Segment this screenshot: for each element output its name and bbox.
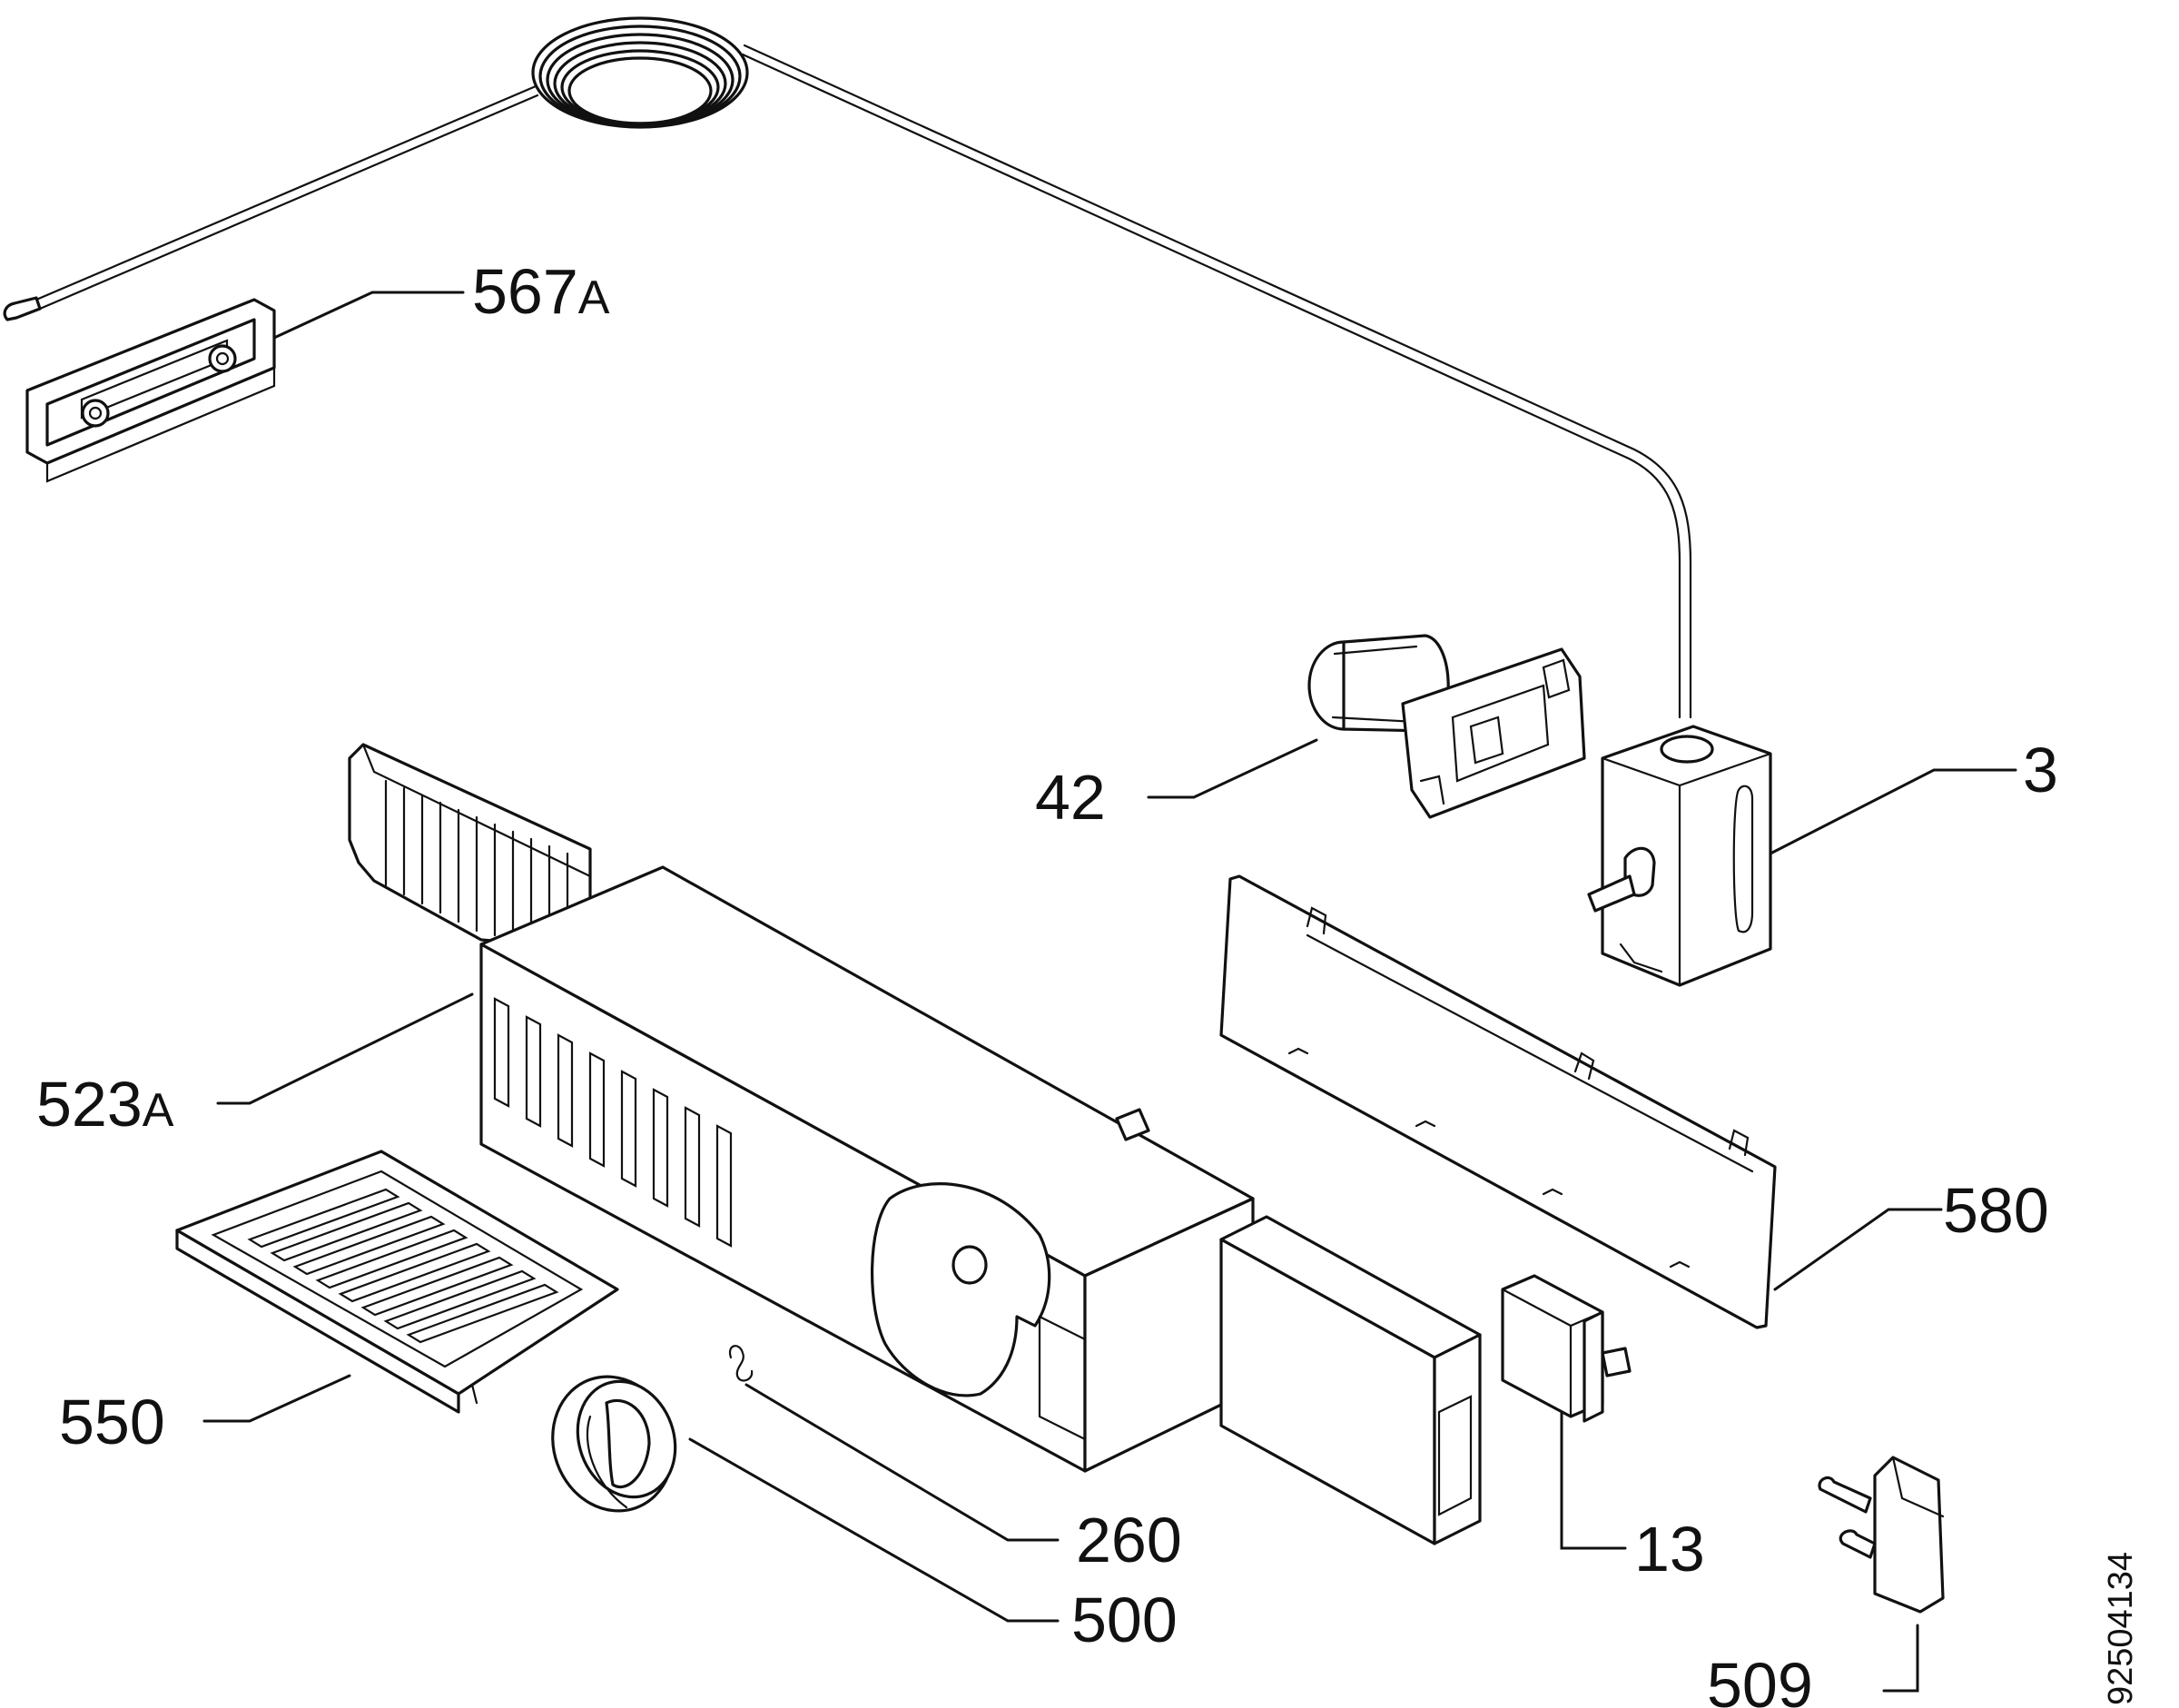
callout-523a-suffix: A [143, 1084, 174, 1137]
part-500-knob [551, 1375, 677, 1513]
callout-42-label: 42 [1035, 762, 1106, 833]
callout-500-label: 500 [1071, 1585, 1178, 1655]
part-567a-clip [25, 298, 276, 483]
capillary-tube [3, 16, 1692, 719]
part-42-lamp-holder [1307, 634, 1586, 819]
leader-42 [1147, 738, 1318, 799]
callout-567a-suffix: A [578, 272, 610, 324]
part-3-thermostat [1587, 725, 1772, 987]
part-580-cover-panel [1219, 874, 1777, 1329]
tray-slots [247, 1188, 559, 1344]
callout-13-label: 13 [1634, 1514, 1705, 1585]
callout-3-label: 3 [2023, 735, 2058, 805]
part-260-spring-clip [728, 1345, 754, 1382]
leader-567a [272, 291, 465, 340]
callout-523a-label: 523A [36, 1069, 174, 1140]
callout-580-label: 580 [1943, 1175, 2049, 1246]
leader-580 [1773, 1208, 1943, 1291]
callout-labels: 567A 42 3 523A 580 550 260 500 13 509 92… [36, 256, 2140, 1708]
part-lamp-cover-box [1219, 1215, 1482, 1545]
callout-260-label: 260 [1076, 1505, 1182, 1575]
leader-523a [216, 992, 474, 1105]
part-509-hinge-pin [1818, 1456, 1945, 1614]
leader-lines [202, 291, 2017, 1693]
callout-567a-label: 567A [472, 256, 610, 327]
part-13-switch [1501, 1274, 1632, 1423]
document-number: 92504134 [2102, 1552, 2140, 1705]
callout-550-label: 550 [59, 1387, 165, 1457]
callout-523a-number: 523 [36, 1069, 143, 1140]
callout-567a-number: 567 [472, 256, 578, 327]
part-550-tray [175, 1150, 619, 1414]
part-523a-housing [348, 743, 1255, 1473]
leader-509 [1882, 1624, 1919, 1693]
grille-fins [384, 779, 569, 937]
leader-260 [744, 1383, 1060, 1542]
leader-13 [1560, 1410, 1627, 1550]
leader-3 [1769, 768, 2017, 855]
leader-550 [202, 1374, 351, 1423]
callout-509-label: 509 [1707, 1650, 1813, 1708]
leader-500 [688, 1437, 1060, 1623]
housing-front-fins [493, 997, 733, 1248]
